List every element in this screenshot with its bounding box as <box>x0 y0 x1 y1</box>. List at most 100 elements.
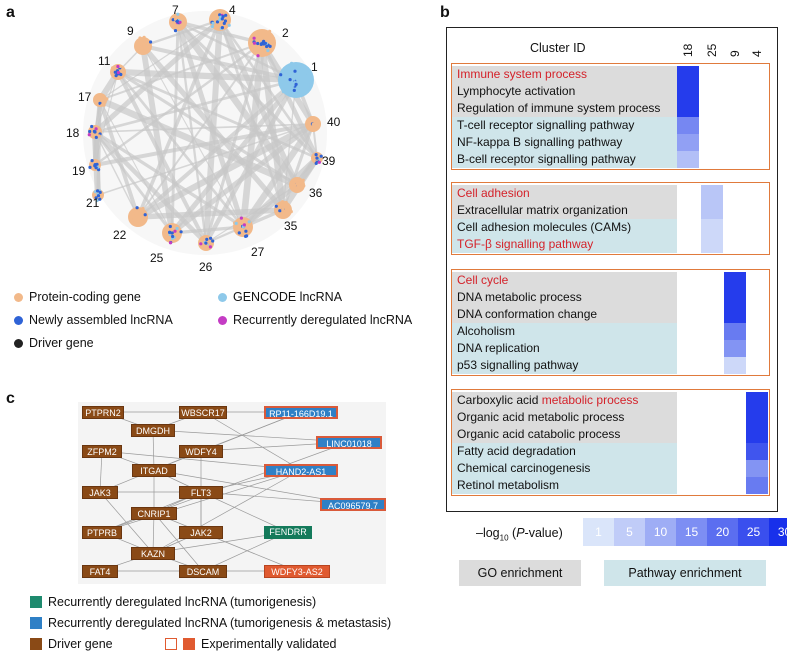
column-header-18: 18 <box>681 43 695 57</box>
network-node-flt3: FLT3 <box>179 486 223 499</box>
heatmap-cell <box>724 357 746 374</box>
network-node-cnrip1: CNRIP1 <box>131 507 177 520</box>
enrichment-term: DNA replication <box>452 340 677 357</box>
cluster-label-21: 21 <box>86 196 100 210</box>
heatmap-cell <box>701 185 723 202</box>
cluster-label-7: 7 <box>172 3 179 17</box>
scale-step-5: 5 <box>614 518 645 546</box>
cluster-label-39: 39 <box>322 154 336 168</box>
legend-label: Driver gene <box>29 336 94 350</box>
network-node-wbscr17: WBSCR17 <box>179 406 227 419</box>
cluster-node-2 <box>248 29 276 58</box>
heatmap-cell <box>724 306 746 323</box>
cluster-node-9 <box>134 35 153 55</box>
cluster-edge <box>240 122 316 229</box>
enrichment-term: Regulation of immune system process <box>452 100 677 117</box>
enrichment-term: B-cell receptor signalling pathway <box>452 151 677 168</box>
enrichment-term: Cell cycle <box>452 272 677 289</box>
cluster-edge <box>170 121 315 236</box>
interaction-edge <box>152 469 302 554</box>
network-node-fendrr: FENDRR <box>264 526 312 539</box>
enrichment-term: Alcoholism <box>452 323 677 340</box>
cluster-edge <box>93 130 208 245</box>
heatmap-cell <box>677 134 699 151</box>
cluster-node-17 <box>93 93 109 107</box>
legend-tumorigenesis-metastasis: Recurrently deregulated lncRNA (tumorige… <box>30 616 391 630</box>
validated-outline-swatch <box>165 638 177 650</box>
cluster-node-1 <box>278 61 314 98</box>
newly-assembled-swatch <box>14 315 23 325</box>
enrichment-term: Organic acid catabolic process <box>452 426 677 443</box>
validated-filled-swatch <box>183 638 195 650</box>
cluster-label-26: 26 <box>199 260 213 274</box>
cluster-edge <box>94 131 139 218</box>
legend-recurrently-deregulated: Recurrently deregulated lncRNA <box>218 313 412 327</box>
cluster-label-35: 35 <box>284 219 298 233</box>
legend-tumorigenesis: Recurrently deregulated lncRNA (tumorige… <box>30 595 316 609</box>
scale-step-25: 25 <box>738 518 769 546</box>
scale-step-20: 20 <box>707 518 738 546</box>
cluster-node-7 <box>169 12 187 33</box>
scale-step-1: 1 <box>583 518 614 546</box>
cluster-edge <box>97 123 314 196</box>
enrichment-frame <box>446 27 778 512</box>
legend-newly-assembled: Newly assembled lncRNA <box>14 313 173 327</box>
network-node-jak3: JAK3 <box>82 486 118 499</box>
heatmap-cell <box>746 426 768 443</box>
scale-step-30: 30 <box>769 518 787 546</box>
enrichment-group <box>451 63 770 170</box>
cluster-edge <box>94 123 314 133</box>
column-header-9: 9 <box>728 50 742 57</box>
panel-a-letter: a <box>6 4 15 21</box>
legend-label: Recurrently deregulated lncRNA <box>233 313 413 327</box>
network-node-ptprn2: PTPRN2 <box>82 406 124 419</box>
cluster-node-40 <box>305 116 321 132</box>
cluster-label-36: 36 <box>309 186 323 200</box>
enrichment-term: Chemical carcinogenesis <box>452 460 677 477</box>
cluster-node-25 <box>162 223 183 245</box>
cluster-label-40: 40 <box>327 115 341 129</box>
interaction-edge <box>153 469 354 505</box>
cluster-edge <box>176 21 208 244</box>
network-node-linc01018: LINC01018 <box>316 436 382 449</box>
enrichment-group <box>451 182 770 255</box>
legend-label: Experimentally validated <box>201 637 337 651</box>
heatmap-cell <box>724 289 746 306</box>
interaction-edge <box>153 411 302 471</box>
scale-label: –log10 (P-value) <box>476 526 563 543</box>
network-node-rp11-166d19.1: RP11-166D19.1 <box>264 406 338 419</box>
cluster-node-27 <box>233 216 253 238</box>
enrichment-term: Organic acid metabolic process <box>452 409 677 426</box>
cluster-node-4 <box>209 9 231 31</box>
enrichment-term: TGF-β signalling pathway <box>452 236 677 253</box>
cluster-label-25: 25 <box>150 251 164 265</box>
panel-c-letter: c <box>6 390 15 407</box>
cluster-node-35 <box>274 200 293 219</box>
heatmap-cell <box>677 117 699 134</box>
driver-gene-swatch-c <box>30 638 42 650</box>
interaction-edges <box>99 411 354 572</box>
enrichment-term: Cell adhesion molecules (CAMs) <box>452 219 677 236</box>
cluster-node-22 <box>128 206 148 227</box>
interaction-edge <box>202 411 302 471</box>
heatmap-cell <box>746 409 768 426</box>
gencode-lncrna-swatch <box>218 292 227 302</box>
cluster-edge <box>142 45 244 228</box>
cluster-node-36 <box>289 177 306 193</box>
cluster-label-19: 19 <box>72 164 86 178</box>
cluster-edge <box>99 99 173 234</box>
enrichment-term: NF-kappa B signalling pathway <box>452 134 677 151</box>
scale-step-15: 15 <box>676 518 707 546</box>
tumorigenesis-metastasis-swatch <box>30 617 42 629</box>
cluster-label-17: 17 <box>78 90 92 104</box>
interaction-edge <box>153 441 350 514</box>
enrichment-term: Lymphocyte activation <box>452 83 677 100</box>
cluster-edge <box>99 19 221 101</box>
network-node-fat4: FAT4 <box>82 565 118 578</box>
network-node-wdfy3-as2: WDFY3-AS2 <box>264 565 330 578</box>
cluster-label-4: 4 <box>229 3 236 17</box>
heatmap-cell <box>701 236 723 253</box>
network-node-kazn: KAZN <box>131 547 175 560</box>
